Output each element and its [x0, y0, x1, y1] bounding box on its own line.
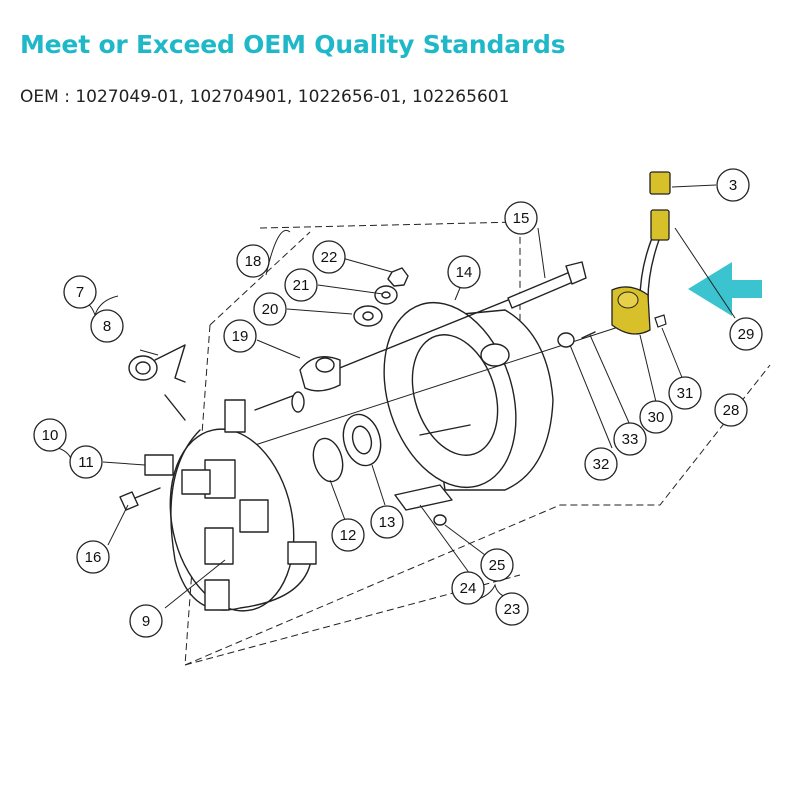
callout-14: 14 — [447, 255, 481, 289]
callout-24: 24 — [451, 571, 485, 605]
callout-label: 3 — [729, 177, 737, 194]
callout-12: 12 — [331, 518, 365, 552]
callout-label: 20 — [262, 301, 279, 318]
page-title: Meet or Exceed OEM Quality Standards — [20, 30, 566, 59]
screw-16 — [119, 487, 161, 511]
callout-label: 25 — [489, 557, 506, 574]
callout-29: 29 — [729, 317, 763, 351]
nut-washer-stack — [353, 267, 409, 327]
sensor-bracket — [394, 484, 453, 526]
brushes — [144, 399, 317, 611]
callout-31: 31 — [668, 376, 702, 410]
callout-18: 18 — [236, 244, 270, 278]
callout-16: 16 — [76, 540, 110, 574]
brush-plate-assembly — [169, 428, 311, 612]
speed-sensor-highlighted — [611, 171, 671, 335]
callout-label: 19 — [232, 328, 249, 345]
callout-23: 23 — [495, 592, 529, 626]
callout-3: 3 — [716, 168, 750, 202]
callout-21: 21 — [284, 268, 318, 302]
callout-label: 11 — [78, 454, 94, 471]
callout-25: 25 — [480, 548, 514, 582]
callout-label: 14 — [456, 264, 473, 281]
callout-8: 8 — [90, 309, 124, 343]
callout-label: 21 — [293, 277, 310, 294]
callout-11: 11 — [69, 445, 103, 479]
callout-label: 10 — [42, 427, 59, 444]
callout-10: 10 — [33, 418, 67, 452]
terminal-stud — [164, 356, 341, 421]
callout-30: 30 — [639, 400, 673, 434]
callout-label: 7 — [76, 284, 84, 301]
callout-label: 18 — [245, 253, 262, 270]
callout-label: 15 — [513, 210, 530, 227]
bearing-and-snap-ring — [312, 413, 382, 483]
callout-32: 32 — [584, 447, 618, 481]
callout-33: 33 — [613, 422, 647, 456]
callout-7: 7 — [63, 275, 97, 309]
callout-label: 8 — [103, 318, 111, 335]
spring — [128, 344, 186, 383]
callout-label: 12 — [340, 527, 357, 544]
callout-label: 24 — [460, 580, 477, 597]
callout-label: 32 — [593, 456, 610, 473]
right-pointing-arrow-icon — [688, 262, 762, 316]
callout-label: 9 — [142, 613, 150, 630]
callout-22: 22 — [312, 240, 346, 274]
callout-label: 30 — [648, 409, 665, 426]
brace-18 — [265, 229, 291, 276]
motor-housing — [383, 301, 554, 491]
callout-19: 19 — [223, 319, 257, 353]
callout-label: 23 — [504, 601, 521, 618]
leader-lines — [102, 184, 736, 609]
through-bolt — [309, 261, 587, 381]
callout-28: 28 — [714, 393, 748, 427]
callout-label: 22 — [321, 249, 338, 266]
callout-label: 13 — [379, 514, 396, 531]
washer-and-screw — [557, 331, 596, 348]
callout-15: 15 — [504, 201, 538, 235]
oem-numbers: OEM : 1027049-01, 102704901, 1022656-01,… — [20, 87, 510, 107]
callout-label: 33 — [622, 431, 639, 448]
callout-13: 13 — [370, 505, 404, 539]
callout-label: 29 — [738, 326, 755, 343]
callout-label: 31 — [677, 385, 694, 402]
callout-label: 16 — [85, 549, 102, 566]
axis-line — [254, 319, 641, 446]
callout-20: 20 — [253, 292, 287, 326]
callout-label: 28 — [723, 402, 740, 419]
callout-9: 9 — [129, 604, 163, 638]
